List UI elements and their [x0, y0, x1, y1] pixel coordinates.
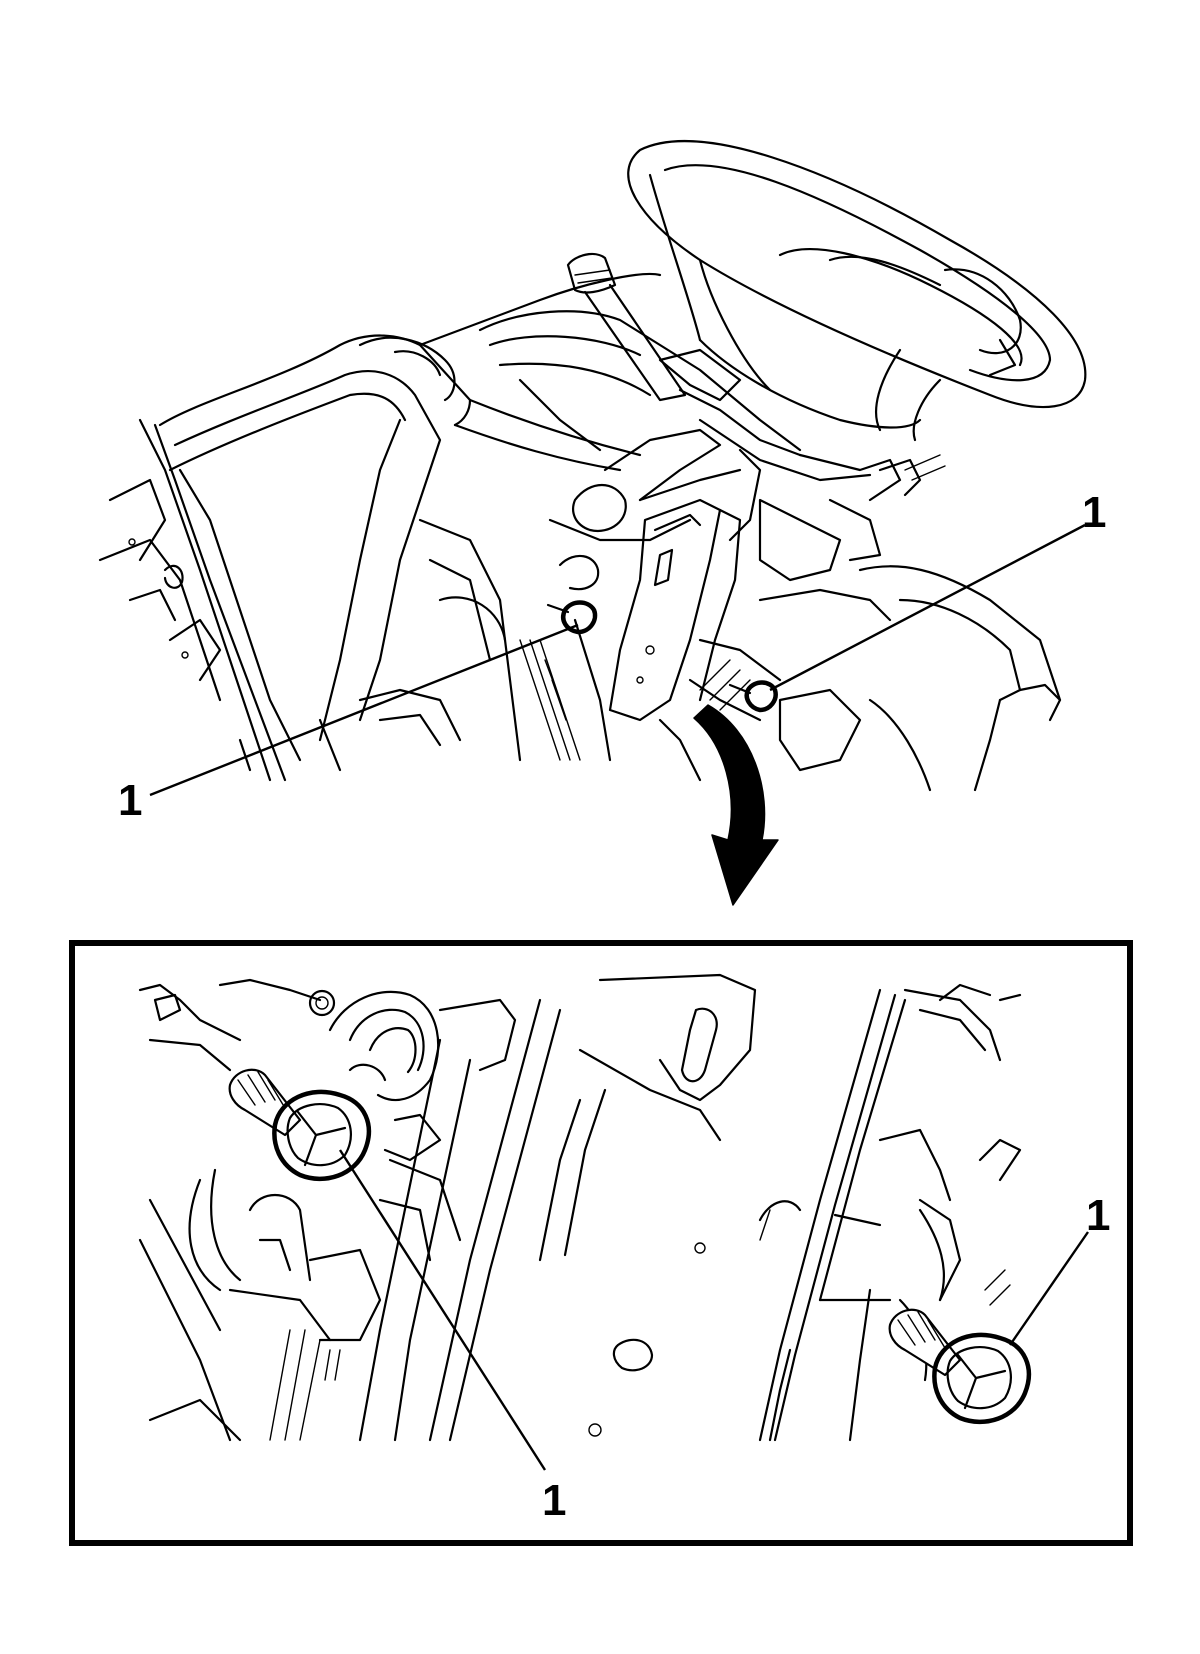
callout-top-right: 1: [1082, 488, 1106, 537]
lower-dash-left: [98, 478, 612, 772]
lower-dash-right: [658, 565, 1062, 792]
column-support-bracket: [608, 498, 742, 722]
callout-detail-left: 1: [542, 1476, 566, 1525]
bolt-detail-left: [228, 1068, 372, 1181]
callout-top-left: 1: [118, 776, 142, 825]
steering-column: [478, 310, 946, 591]
column-support-bracket-detail: [138, 973, 1022, 1442]
leader-line-top-left: [149, 623, 579, 797]
bolt-overview-left: [546, 600, 598, 635]
detail-arrow: [693, 704, 779, 906]
detail-view: 1 1: [69, 940, 1133, 1546]
steering-wheel: [627, 140, 1087, 442]
detail-frame: [69, 940, 1133, 1546]
overview-illustration: 1 1: [98, 140, 1106, 906]
turn-signal-lever: [566, 252, 687, 402]
instrument-cluster-housing: [138, 272, 662, 782]
callout-detail-right: 1: [1086, 1191, 1110, 1240]
leader-line-detail-right: [1009, 1231, 1089, 1346]
bolt-overview-right: [728, 680, 778, 713]
leader-line-detail-left: [338, 1149, 547, 1471]
leader-line-top-right: [769, 523, 1086, 692]
bolt-detail-right: [888, 1308, 1032, 1424]
